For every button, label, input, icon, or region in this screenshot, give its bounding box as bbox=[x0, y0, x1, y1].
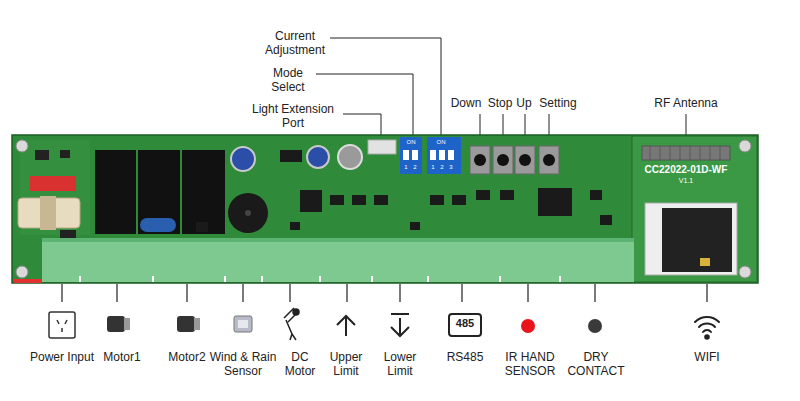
part-label: Current Adjustment bbox=[253, 29, 337, 58]
ir-dot bbox=[521, 319, 535, 333]
bottom-leaders bbox=[62, 284, 707, 302]
sensor-icon bbox=[234, 316, 252, 332]
rs485-icon bbox=[449, 314, 481, 336]
leader-lines bbox=[316, 38, 686, 146]
part-label: ON bbox=[402, 139, 420, 146]
part-label: Down bbox=[448, 96, 484, 110]
relay bbox=[138, 150, 180, 234]
part-label: Mode Select bbox=[263, 66, 313, 95]
wifi-icon bbox=[695, 317, 719, 339]
down-arrow-icon bbox=[391, 314, 409, 336]
part-label: Setting bbox=[537, 96, 579, 110]
dip-switch bbox=[427, 137, 461, 174]
part-label: RS485 bbox=[440, 350, 490, 364]
part-label: DC Motor bbox=[280, 350, 320, 379]
part-label: 2 bbox=[412, 164, 418, 171]
part-label: Wind & Rain Sensor bbox=[205, 350, 281, 379]
part-label: 3 bbox=[448, 164, 454, 171]
pcb-board bbox=[12, 135, 758, 283]
rf-antenna bbox=[642, 146, 730, 160]
part-label: V1.1 bbox=[671, 177, 701, 185]
part-label: Lower Limit bbox=[378, 350, 422, 379]
part-label: Light Extension Port bbox=[249, 102, 337, 131]
push-buttons bbox=[470, 146, 559, 174]
light-port bbox=[368, 140, 396, 154]
capacitor bbox=[231, 147, 255, 171]
buzzer bbox=[228, 193, 268, 233]
part-label: ON bbox=[432, 139, 450, 146]
part-label: Upper Limit bbox=[324, 350, 368, 379]
part-label: CC22022-01D-WF bbox=[636, 164, 736, 176]
wifi-module bbox=[645, 203, 737, 275]
capacitor bbox=[140, 218, 176, 232]
part-label: DRY CONTACT bbox=[565, 350, 627, 379]
motor-icon bbox=[107, 316, 130, 332]
part-label: 485 bbox=[450, 317, 480, 330]
part-label: 1 bbox=[430, 164, 436, 171]
dip-switch bbox=[400, 137, 422, 174]
part-label: Power Input bbox=[27, 350, 97, 364]
dc-motor-icon bbox=[284, 308, 299, 340]
relay bbox=[95, 150, 136, 234]
part-label: RF Antenna bbox=[651, 96, 721, 110]
motor-icon bbox=[177, 316, 200, 332]
part-label: 2 bbox=[439, 164, 445, 171]
part-label: Motor1 bbox=[100, 350, 144, 364]
terminal-strip bbox=[42, 238, 634, 282]
part-label: Motor2 bbox=[162, 350, 212, 364]
power-icon bbox=[49, 312, 75, 338]
part-label: Up bbox=[515, 96, 533, 110]
relay bbox=[182, 150, 225, 234]
dry-contact-dot bbox=[588, 319, 602, 333]
part-label: IR HAND SENSOR bbox=[495, 350, 565, 379]
part-label: Stop bbox=[485, 96, 515, 110]
fuse bbox=[30, 176, 76, 191]
mcu-chip bbox=[538, 188, 572, 216]
part-label: WIFI bbox=[687, 350, 727, 364]
up-arrow-icon bbox=[337, 316, 355, 336]
part-label: 1 bbox=[403, 164, 409, 171]
